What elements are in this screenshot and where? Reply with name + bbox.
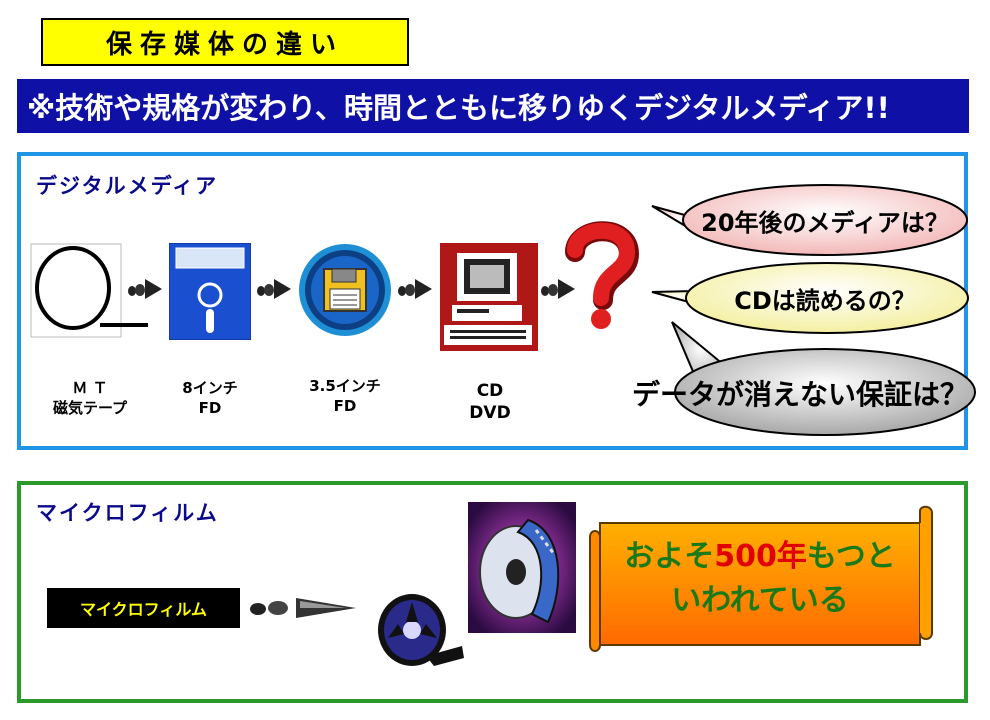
arrow-icon [256, 276, 292, 302]
film-reel-icon [374, 592, 466, 672]
tape-reel-icon [30, 243, 150, 338]
scroll-banner [589, 505, 933, 652]
scroll-highlight: 500年 [714, 539, 807, 574]
question-bubble-2: CDは読めるの？ [734, 286, 916, 315]
scroll-text: およそ500年もつと いわれている [590, 535, 930, 635]
media-label-line: CD [476, 381, 504, 401]
film-disc-image [468, 502, 576, 633]
media-label-line: 8インチ [182, 379, 238, 397]
media-label-8inch: 8インチ FD [165, 378, 255, 418]
media-label-cd: CD DVD [440, 380, 540, 424]
media-label-35inch: 3.5インチ FD [295, 376, 395, 416]
question-bubble-1: 20年後のメディアは？ [701, 208, 949, 237]
media-label-line: DVD [469, 403, 511, 423]
floppy-disk-icon [168, 242, 252, 341]
microfilm-label: マイクロフィルム [47, 588, 240, 628]
microfilm-panel [17, 481, 968, 703]
media-label-line: Ｍ Ｔ [72, 379, 108, 397]
scroll-text-part: もつと [806, 539, 896, 574]
banner: ※技術や規格が変わり、時間とともに移りゆくデジタルメディア!! [17, 79, 969, 133]
digital-media-heading: デジタルメディア [36, 174, 219, 198]
speech-bubbles [651, 184, 976, 436]
microfilm-heading: マイクロフィルム [36, 501, 219, 525]
media-label-mt: Ｍ Ｔ 磁気テープ [40, 378, 140, 418]
question-mark-icon [563, 218, 641, 333]
page-title: 保存媒体の違い [41, 18, 409, 66]
disk-badge-icon [298, 243, 392, 337]
media-label-line: 磁気テープ [52, 399, 128, 417]
scroll-text-part: およそ [624, 539, 715, 574]
computer-icon [440, 243, 538, 351]
arrow-icon [540, 276, 576, 302]
scroll-line-2: いわれている [671, 583, 849, 618]
scroll-line-1: およそ500年もつと [590, 535, 930, 579]
question-bubble-3: データが消えない保証は？ [632, 378, 969, 411]
arrow-icon [248, 594, 358, 622]
arrow-icon [127, 276, 163, 302]
media-label-line: FD [333, 397, 357, 415]
arrow-icon [397, 276, 433, 302]
media-label-line: FD [198, 399, 222, 417]
media-label-line: 3.5インチ [309, 377, 381, 395]
